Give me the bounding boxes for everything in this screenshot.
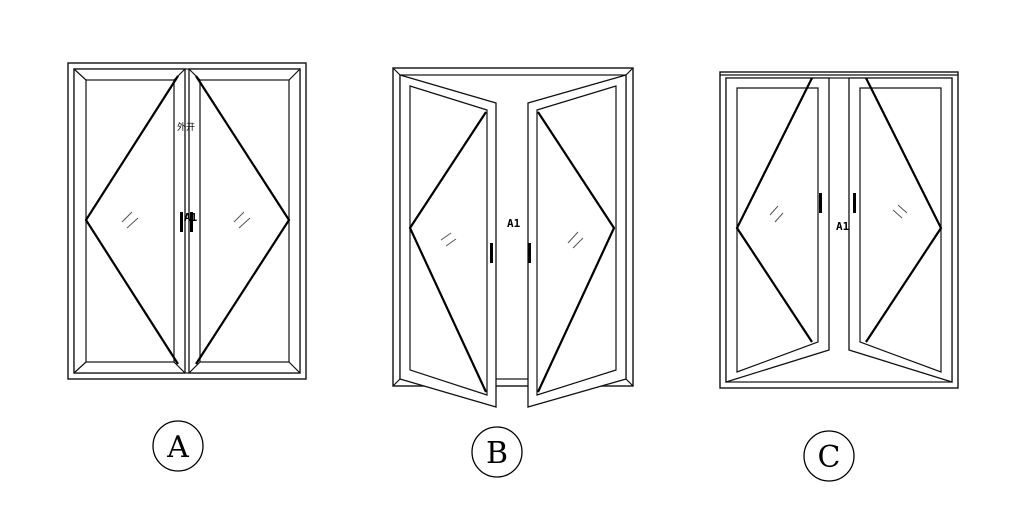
figure-b-left-swing-line xyxy=(408,111,487,393)
figure-b-right-sash xyxy=(527,74,627,408)
figure-b-left-sash xyxy=(399,74,497,408)
figure-a-right-handle xyxy=(190,212,193,232)
figure-b-right-swing-line xyxy=(537,111,616,393)
figure-b-right-handle xyxy=(528,243,531,263)
figure-a-opening-note: 外开 xyxy=(177,121,195,133)
figure-c-left-swing-line xyxy=(735,77,813,343)
figure-a-right-swing-line xyxy=(195,75,291,365)
svg-text:A: A xyxy=(166,430,189,465)
figure-a-window: 外开 A1 xyxy=(67,62,307,380)
figure-a-label: A xyxy=(152,420,204,472)
svg-text:C: C xyxy=(818,440,841,475)
figure-c-glass-mark xyxy=(769,204,908,223)
figure-a-left-handle xyxy=(180,212,183,232)
figure-b-window-tag: A1 xyxy=(507,217,521,230)
figure-c-window-tag: A1 xyxy=(836,220,850,233)
figure-a-left-swing-line xyxy=(84,75,179,365)
figure-a-left-sash xyxy=(73,68,186,374)
figure-b-window: A1 xyxy=(392,67,634,408)
figure-c-left-sash xyxy=(725,77,830,383)
svg-text:B: B xyxy=(486,436,508,471)
figure-c-right-handle xyxy=(853,193,856,213)
figure-c-label: C xyxy=(803,430,855,482)
figure-c-window: A1 xyxy=(719,71,959,389)
figure-b-label: B xyxy=(471,426,523,478)
figure-a-right-sash xyxy=(188,68,301,374)
figure-b-glass-mark xyxy=(440,231,584,249)
figure-a-window-tag: A1 xyxy=(184,211,198,224)
figure-c-right-sash xyxy=(848,77,953,383)
figure-b-left-handle xyxy=(490,243,493,263)
figure-c-left-handle xyxy=(819,193,822,213)
figure-c-right-swing-line xyxy=(865,77,943,343)
figure-a-glass-mark xyxy=(121,211,251,229)
